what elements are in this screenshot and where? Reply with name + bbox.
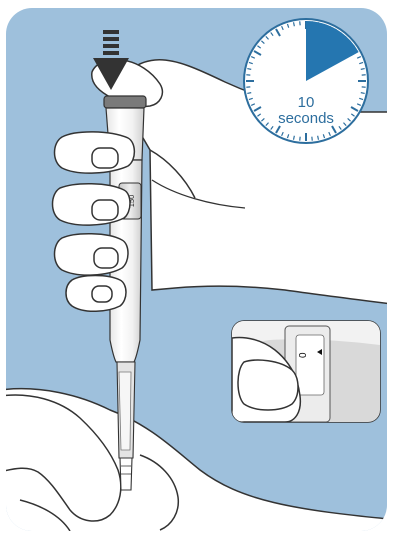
- timer-tick: [294, 22, 295, 26]
- timer-tick: [247, 69, 251, 70]
- timer-tick: [318, 136, 319, 140]
- inset-counter-zero: 0: [298, 352, 309, 358]
- dose-counter-inset: 0: [232, 321, 380, 422]
- timer-unit: seconds: [278, 110, 334, 127]
- timer-tick: [361, 69, 365, 70]
- timer-tick: [294, 136, 295, 140]
- timer-tick: [361, 93, 365, 94]
- timer-clock-icon: 10 seconds: [244, 19, 368, 143]
- timer-number: 10: [298, 94, 315, 111]
- timer-tick: [247, 93, 251, 94]
- dose-button: [104, 96, 146, 108]
